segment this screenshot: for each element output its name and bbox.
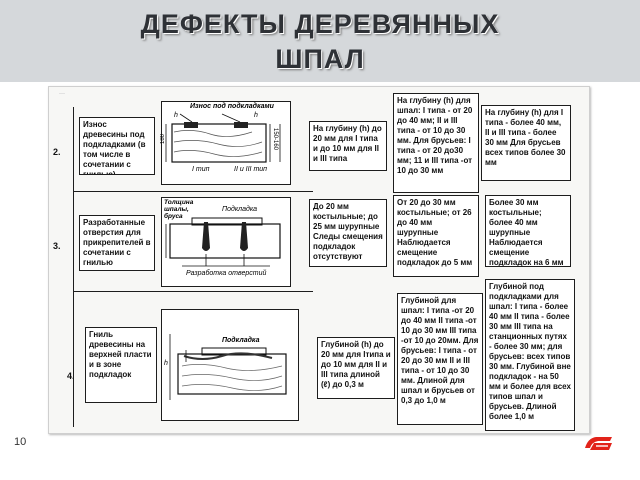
defect-drawing: Подкладка h [161, 309, 299, 421]
defect-name-cell: Гниль древесины на верхней пласти и в зо… [85, 327, 157, 403]
category-cell-2: От 20 до 30 мм костыльные; от 26 до 40 м… [393, 195, 479, 277]
enlarged-holes-drawing [165, 217, 281, 267]
drawing-label-pad: Подкладка [222, 337, 260, 344]
category-cell-2: На глубину (h) для шпал: I типа - от 20 … [393, 93, 479, 193]
drawing-label-h: h [254, 112, 258, 119]
defect-name-cell: Разработанные отверстия для прикрепителе… [79, 215, 155, 271]
rot-drawing [169, 334, 287, 400]
category-cell-3: Более 30 мм костыльные; более 40 мм шуру… [485, 195, 571, 267]
slide-title-line2: ШПАЛ [275, 44, 365, 74]
rzd-logo-icon [585, 437, 612, 450]
defect-name-cell: Износ древесины под подкладками (в том ч… [79, 117, 155, 175]
drawing-label-type1: I тип [192, 166, 210, 173]
category-cell-1: Глубиной (h) до 20 мм для Iтипа и до 10 … [317, 337, 395, 399]
defect-drawing: Износ под подкладками h h 180 150-160 I … [160, 101, 291, 185]
row-number: 2. [53, 147, 61, 157]
defect-drawing: Толщина шпалы, бруса Подкладка Разработк… [161, 197, 291, 287]
slide-title-line1: ДЕФЕКТЫ ДЕРЕВЯННЫХ [140, 9, 500, 39]
drawing-label-h: h [164, 360, 168, 367]
rzd-logo [582, 432, 616, 454]
drawing-dimension: 180 [160, 134, 166, 145]
row-number: 4. [67, 371, 75, 381]
category-cell-3: На глубину (h) для I типа - более 40 мм,… [481, 105, 571, 181]
category-cell-2: Глубиной для шпал: I типа -от 20 до 40 м… [397, 293, 483, 425]
table-divider [73, 107, 74, 427]
drawing-label-top: Износ под подкладками [190, 103, 274, 110]
drawing-label-h: h [174, 112, 178, 119]
slide-header: ДЕФЕКТЫ ДЕРЕВЯННЫХ ШПАЛ [0, 0, 640, 82]
slide-number: 10 [14, 436, 27, 448]
table-divider [73, 191, 313, 192]
category-cell-3: Глубиной под подкладками для шпал: I тип… [485, 279, 575, 431]
wear-under-pads-drawing [165, 113, 281, 163]
drawing-dimension: 150-160 [272, 128, 278, 151]
drawing-label-pad: Подкладка [222, 206, 258, 213]
drawing-label-holes: Разработка отверстий [186, 270, 267, 277]
category-cell-1: На глубину (h) до 20 мм для I типа и до … [309, 121, 387, 171]
scanned-document: — 2. Износ древесины под подкладками (в … [48, 86, 590, 434]
drawing-label-type2: II и III тип [234, 166, 268, 173]
drawing-label-thickness: Толщина шпалы, бруса [164, 199, 194, 220]
table-divider [73, 291, 313, 292]
category-cell-1: До 20 мм костыльные; до 25 мм шурупные С… [309, 199, 387, 267]
scan-artifact: — [59, 91, 65, 97]
row-number: 3. [53, 241, 61, 251]
